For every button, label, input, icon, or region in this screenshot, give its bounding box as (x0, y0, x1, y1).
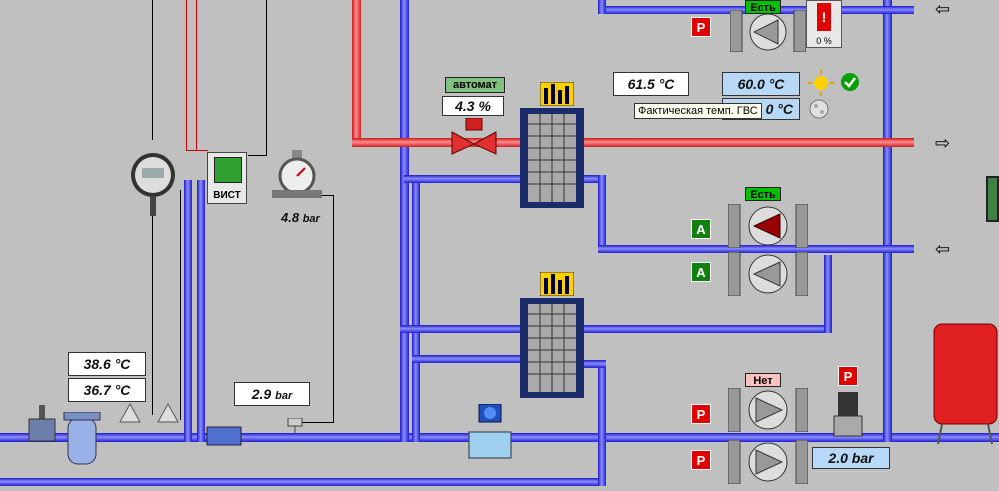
trend-chart-icon[interactable] (540, 82, 574, 106)
trend-chart-icon-2[interactable] (540, 272, 574, 296)
signal-wire-red-2 (196, 0, 197, 150)
signal-wire-red-1 (186, 0, 187, 150)
temp-sensor-1 (119, 402, 141, 423)
side-panel-button[interactable] (986, 176, 999, 222)
vist-meter[interactable]: ВИСТ (207, 152, 247, 204)
arrow-left-icon: ⇦ (935, 0, 951, 19)
heat-exchanger-1[interactable] (520, 108, 584, 208)
middle-pump-1[interactable] (728, 204, 808, 248)
flow-transmitter[interactable] (465, 404, 515, 462)
expansion-tank[interactable] (932, 318, 999, 448)
dhw-tooltip: Фактическая темп. ГВС (634, 103, 762, 119)
signal-wire-6 (333, 195, 334, 423)
gauge-pressure-readout: 4.8 bar (281, 210, 320, 225)
solenoid-valve[interactable] (830, 392, 866, 442)
hx2-out-riser (824, 255, 832, 333)
bottom-return-pipe (0, 478, 606, 486)
hx1-cold-out (580, 175, 606, 183)
digital-pressure-gauge[interactable] (130, 140, 176, 220)
bottom-pump-1[interactable] (728, 388, 808, 432)
dhw-actual-temp: 61.5 °C (613, 72, 689, 96)
bottom-pump-status: Нет (745, 373, 781, 387)
sensor-icon (287, 418, 303, 434)
middle-pump-2[interactable] (728, 252, 808, 296)
right-riser (883, 0, 892, 442)
alarm-indicator[interactable]: ! (817, 3, 831, 31)
signal-wire-red-3 (186, 150, 208, 151)
temp-sensor-2 (157, 402, 179, 423)
signal-wire-7 (296, 422, 334, 423)
hot-supply-pipe (352, 138, 914, 147)
hx2-out-top (580, 325, 832, 333)
inlet-pressure-unit: bar (275, 390, 293, 402)
return-temp-readout: 36.7 °C (68, 378, 146, 402)
inlet-pressure-readout: 2.9 bar (234, 382, 310, 406)
pump-mid-suction (598, 245, 914, 253)
check-icon (841, 73, 859, 91)
left-riser-2 (412, 175, 420, 442)
signal-wire-2 (152, 215, 153, 415)
vist-label: ВИСТ (213, 190, 241, 201)
gate-valve-left[interactable] (25, 405, 59, 447)
dhw-setpoint-temp[interactable]: 60.0 °C (722, 72, 800, 96)
middle-pump-1-mode[interactable]: A (691, 219, 711, 239)
solenoid-mode[interactable]: P (838, 366, 858, 386)
left-riser-1 (400, 0, 409, 442)
tank-level-widget: ! 0 % (806, 0, 842, 48)
pump-pressure-readout: 2.0 bar (812, 447, 890, 469)
hx2-in-1 (400, 325, 524, 333)
signal-wire-5 (310, 195, 334, 196)
bottom-return-riser (598, 360, 606, 486)
bottom-pump-1-mode[interactable]: P (691, 404, 711, 424)
tank-level-readout: 0 % (816, 36, 832, 46)
inlet-pressure-value: 2.9 (251, 386, 272, 402)
moon-icon (809, 99, 829, 119)
top-pump-status: Есть (745, 0, 781, 14)
top-pump[interactable] (730, 10, 806, 52)
signal-wire-4 (248, 155, 267, 156)
arrow-left-icon-2: ⇦ (935, 239, 951, 259)
hx2-in-2 (412, 355, 524, 363)
left-meter-pipe-2 (197, 180, 205, 442)
gauge-pressure-unit: bar (302, 213, 320, 225)
heat-exchanger-2[interactable] (520, 298, 584, 398)
middle-pump-2-mode[interactable]: A (691, 262, 711, 282)
valve-position-readout: 4.3 % (442, 96, 504, 116)
middle-pump-status: Есть (745, 187, 781, 201)
hx2-out-pipe (580, 360, 606, 368)
bottom-pump-2-mode[interactable]: P (691, 450, 711, 470)
valve-mode-badge[interactable]: автомат (445, 77, 505, 93)
control-valve[interactable] (450, 118, 498, 156)
sun-icon (808, 70, 834, 96)
supply-temp-readout: 38.6 °C (68, 352, 146, 376)
arrow-right-icon: ⇨ (935, 133, 951, 153)
hot-riser (352, 0, 361, 147)
signal-wire-1 (152, 0, 153, 140)
top-pipe-down (598, 0, 606, 14)
strainer-filter[interactable] (62, 412, 102, 472)
hx1-cold-out-down (598, 175, 606, 253)
analog-pressure-gauge[interactable] (272, 150, 322, 210)
vist-screen-icon (214, 157, 242, 183)
gauge-pressure-value: 4.8 (281, 210, 300, 225)
left-meter-pipe (184, 180, 192, 442)
bottom-pump-2[interactable] (728, 440, 808, 484)
flowmeter-main[interactable] (205, 425, 243, 447)
hx1-cold-in (404, 175, 524, 183)
signal-wire-8 (180, 190, 181, 420)
top-pump-mode[interactable]: P (691, 17, 711, 37)
signal-wire-3 (266, 0, 267, 155)
